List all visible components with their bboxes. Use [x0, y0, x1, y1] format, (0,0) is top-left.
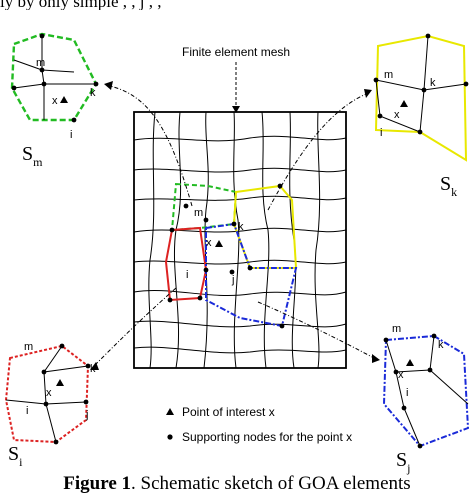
svg-text:x: x: [394, 109, 400, 121]
mesh-label-x: x: [206, 237, 212, 249]
mesh-title: Finite element mesh: [182, 45, 290, 59]
svg-text:j: j: [85, 409, 88, 421]
subdomain-m-detail: m k x i Sm: [10, 32, 99, 169]
svg-text:x: x: [46, 387, 52, 399]
mesh-lines: [133, 111, 347, 369]
legend: Point of interest x Supporting nodes for…: [166, 405, 352, 444]
connector-lines: [93, 85, 375, 367]
legend-point-of-interest: Point of interest x: [182, 405, 275, 419]
mesh-label-k: k: [238, 221, 244, 233]
svg-text:m: m: [24, 341, 33, 353]
mesh-border: [133, 111, 347, 369]
svg-text:k: k: [90, 87, 96, 99]
mesh-label-i: i: [186, 269, 188, 281]
svg-text:x: x: [398, 369, 404, 381]
subdomain-j-detail: m k x i Sj: [382, 323, 470, 475]
subdomain-j-inner: [205, 222, 298, 328]
header-fragment: ly by only simple , , j , ,: [0, 0, 162, 10]
subdomain-m-inner: [170, 182, 238, 232]
subdomain-k-detail: m k x i Sk: [373, 33, 469, 199]
legend-node-icon: [167, 434, 173, 440]
svg-text:x: x: [52, 95, 58, 107]
svg-text:i: i: [70, 129, 72, 141]
finite-element-mesh: m k i j x: [133, 111, 347, 369]
mesh-point-of-interest: [215, 240, 223, 247]
subdomain-label-j: Sj: [396, 449, 410, 475]
subdomain-i-detail: m k x i j Si: [4, 341, 96, 469]
figure-caption: Figure 1. Schematic sketch of GOA elemen…: [63, 473, 411, 494]
svg-text:m: m: [392, 323, 401, 335]
legend-supporting-nodes: Supporting nodes for the point x: [182, 430, 352, 444]
subdomain-i-inner: [164, 226, 208, 302]
svg-text:k: k: [438, 339, 444, 351]
svg-text:m: m: [36, 57, 45, 69]
legend-triangle-icon: [166, 408, 174, 415]
svg-text:m: m: [384, 69, 393, 81]
subdomain-label-k: Sk: [440, 173, 457, 199]
svg-text:k: k: [430, 77, 436, 89]
svg-text:i: i: [26, 405, 28, 417]
subdomain-label-m: Sm: [22, 143, 43, 169]
connector-arrowheads: [90, 81, 380, 370]
mesh-nodes: [167, 183, 285, 329]
mesh-label-m: m: [194, 207, 203, 219]
mesh-title-arrowhead: [232, 106, 240, 113]
svg-text:i: i: [380, 127, 382, 139]
svg-text:i: i: [406, 387, 408, 399]
subdomain-label-i: Si: [8, 443, 23, 469]
mesh-label-j: j: [231, 274, 234, 286]
